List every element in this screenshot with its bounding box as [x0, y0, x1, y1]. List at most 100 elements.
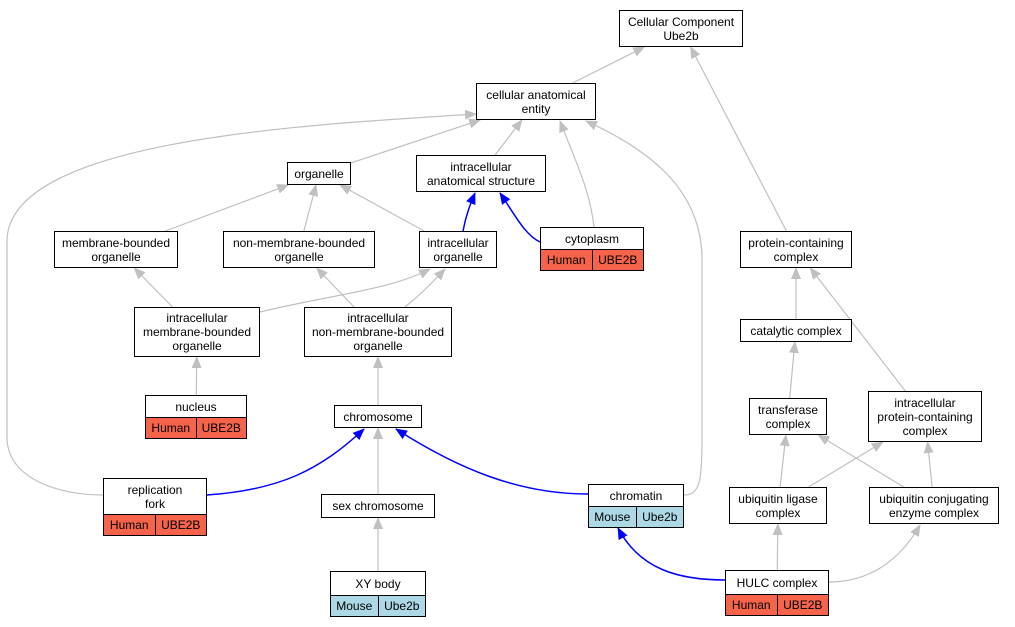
node-label-line: Cellular Component — [627, 14, 735, 29]
edge-chromatin-to-chromosome — [395, 428, 589, 495]
node-label-line: organelle — [294, 166, 344, 181]
node-label: nucleus — [146, 396, 246, 417]
species-tag: Human — [541, 250, 592, 270]
node-label-line: intracellular — [427, 235, 489, 250]
edge-intracellular-non-membrane-bounded-organelle-to-intracellular-organelle — [404, 268, 446, 308]
species-tag: Human — [146, 418, 196, 438]
species-tag: Human — [726, 595, 777, 615]
node-label: HULC complex — [726, 571, 828, 594]
edge-replication-fork-to-chromosome — [206, 428, 365, 496]
edge-ubiquitin-ligase-complex-to-intracellular-protein-containing-complex — [808, 441, 884, 488]
edge-protein-containing-complex-to-cellular-component — [690, 46, 787, 232]
node-sex-chromosome[interactable]: sex chromosome — [321, 494, 435, 518]
node-label-line: ubiquitin ligase — [738, 491, 818, 506]
edge-intracellular-protein-containing-complex-to-protein-containing-complex — [809, 267, 906, 392]
node-chromosome[interactable]: chromosome — [334, 405, 422, 428]
node-label-line: replication — [127, 482, 183, 497]
node-label-line: protein-containing — [877, 409, 973, 424]
node-label-line: intracellular — [166, 311, 228, 325]
node-label-line: intracellular — [450, 159, 512, 174]
node-label-line: complex — [902, 423, 948, 438]
edge-non-membrane-bounded-organelle-to-organelle — [303, 184, 319, 232]
node-label: chromatin — [589, 485, 683, 506]
node-label-line: sex chromosome — [332, 499, 424, 513]
edge-chromatin-to-cellular-anatomical-entity — [585, 120, 703, 496]
node-label-line: intracellular — [894, 395, 956, 410]
node-catalytic-complex[interactable]: catalytic complex — [740, 319, 852, 342]
edge-replication-fork-to-cellular-anatomical-entity — [6, 109, 477, 496]
edge-transferase-complex-to-catalytic-complex — [788, 341, 799, 399]
node-label-line: intracellular — [347, 311, 409, 325]
edge-cytoplasm-to-intracellular-anatomical-structure — [499, 192, 541, 243]
node-label-line: complex — [765, 416, 811, 431]
node-label-line: organelle — [274, 249, 324, 264]
node-label-line: entity — [521, 101, 551, 116]
gene-tag: UBE2B — [591, 250, 643, 270]
node-label: XY body — [331, 572, 425, 595]
edge-intracellular-membrane-bounded-organelle-to-membrane-bounded-organelle — [133, 267, 173, 308]
node-label-line: nucleus — [175, 399, 217, 414]
node-label-line: anatomical structure — [426, 173, 536, 188]
node-label-line: non-membrane-bounded — [311, 325, 445, 339]
edge-ubiquitin-ligase-complex-to-transferase-complex — [779, 434, 790, 488]
node-label-line: non-membrane-bounded — [232, 235, 366, 250]
gene-tag: UBE2B — [776, 595, 828, 615]
node-label-line: ubiquitin conjugating — [879, 491, 989, 506]
node-label-line: Ube2b — [663, 28, 699, 43]
edge-hulc-complex-to-chromatin — [617, 527, 726, 581]
node-label-line: membrane-bounded — [142, 325, 252, 339]
edge-ubiquitin-conjugating-enzyme-complex-to-transferase-complex — [817, 434, 905, 488]
node-label-line: organelle — [91, 249, 141, 264]
node-label-line: transferase — [757, 402, 819, 417]
species-tag: Mouse — [589, 507, 636, 527]
node-label-line: chromatin — [609, 488, 663, 503]
edge-intracellular-non-membrane-bounded-organelle-to-non-membrane-bounded-organelle — [316, 267, 355, 308]
node-label-line: membrane-bounded — [61, 235, 171, 250]
node-label: catalytic complex — [741, 320, 851, 341]
node-label: cytoplasm — [541, 228, 643, 249]
gene-tag: Ube2b — [377, 596, 425, 616]
node-organelle[interactable]: organelle — [287, 162, 351, 185]
edge-ubiquitin-conjugating-enzyme-complex-to-intracellular-protein-containing-complex — [923, 441, 934, 488]
edge-intracellular-organelle-to-intracellular-anatomical-structure — [462, 192, 476, 232]
node-label-line: enzyme complex — [888, 505, 980, 520]
node-label: sex chromosome — [322, 495, 434, 517]
node-label-line: cellular anatomical — [486, 87, 586, 102]
edge-intracellular-membrane-bounded-organelle-to-intracellular-organelle — [259, 268, 431, 313]
node-label: organelle — [288, 163, 350, 184]
node-label-line: complex — [773, 249, 819, 264]
